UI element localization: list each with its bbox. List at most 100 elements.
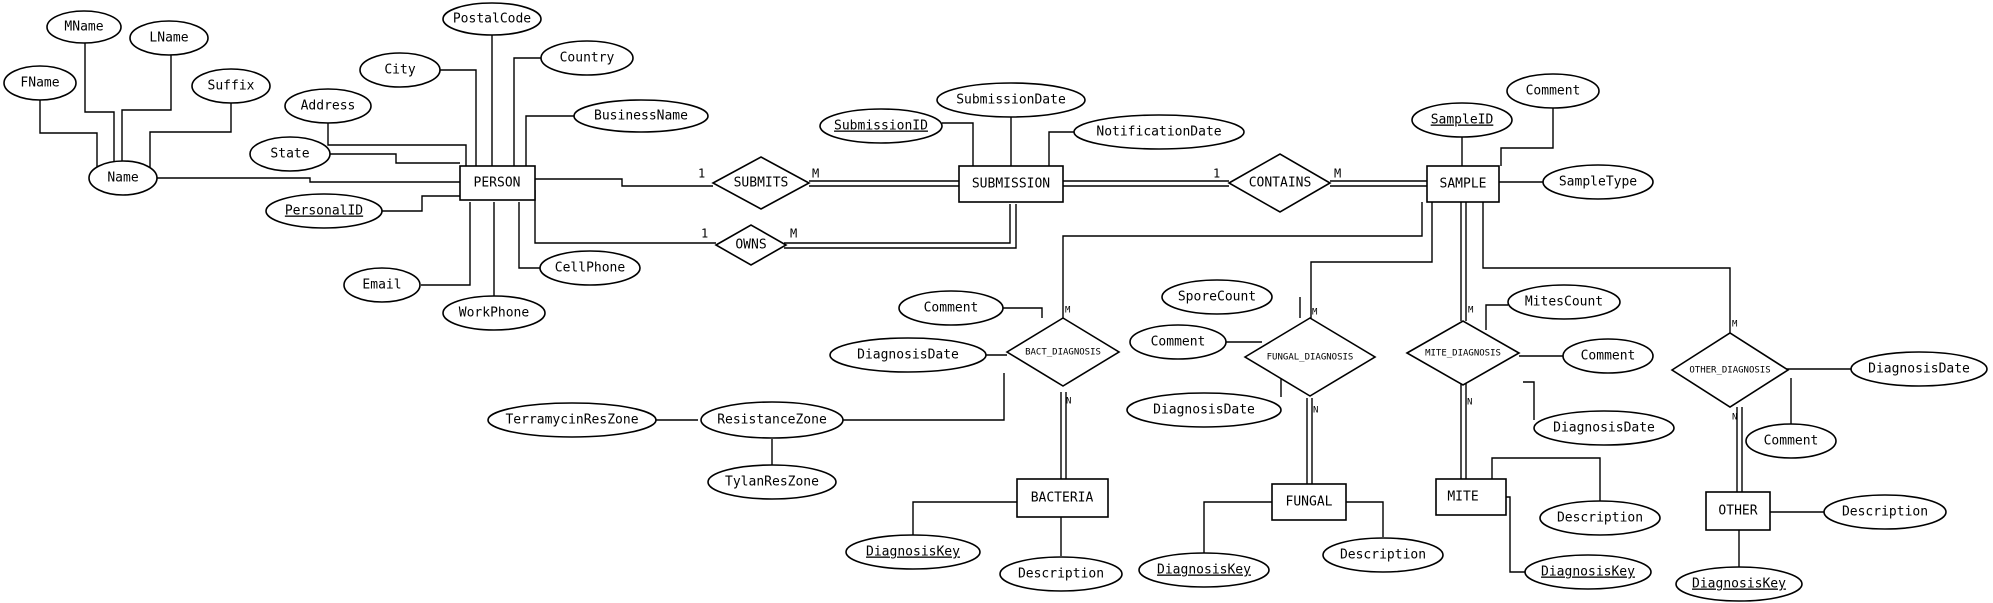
attr-mite-diagnosisdate: DiagnosisDate xyxy=(1533,410,1675,446)
card-mite-mite: N xyxy=(1467,398,1472,408)
line-mite-diagnosiskey xyxy=(1506,496,1525,573)
attr-other-diagnosisdate: DiagnosisDate xyxy=(1850,351,1988,387)
line-suffix-name xyxy=(149,102,232,170)
attr-other-description-label: Description xyxy=(1842,505,1928,520)
attr-suffix: Suffix xyxy=(191,68,271,104)
attr-address: Address xyxy=(284,88,372,124)
attr-personalid-label: PersonalID xyxy=(285,204,363,219)
attr-sampletype: SampleType xyxy=(1542,164,1654,200)
line-sample-bact xyxy=(1062,202,1423,318)
line-country-person xyxy=(513,57,542,166)
attr-mite-description: Description xyxy=(1539,500,1661,536)
attr-fungal-diagnosiskey: DiagnosisKey xyxy=(1138,552,1270,588)
relationship-bact-diagnosis-label: BACT_DIAGNOSIS xyxy=(1025,348,1101,358)
cardinality-labels: 1 M 1 M 1 M M N M N M N M N xyxy=(698,167,1738,423)
line-fungal-description xyxy=(1346,501,1384,537)
attr-mite-diagnosiskey-label: DiagnosisKey xyxy=(1541,565,1635,580)
attr-other-diagnosisdate-label: DiagnosisDate xyxy=(1868,362,1970,377)
attr-postalcode-label: PostalCode xyxy=(453,12,531,27)
attr-submissionid: SubmissionID xyxy=(819,108,943,144)
attr-bact-diagnosisdate-label: DiagnosisDate xyxy=(857,348,959,363)
relationship-fungal-diagnosis: FUNGAL_DIAGNOSIS xyxy=(1243,317,1377,397)
attr-address-label: Address xyxy=(301,99,356,114)
relationship-fungal-diagnosis-label: FUNGAL_DIAGNOSIS xyxy=(1267,353,1354,363)
attr-personalid: PersonalID xyxy=(265,193,383,229)
card-other-sample: M xyxy=(1732,320,1738,330)
card-bact-sample: M xyxy=(1065,306,1071,316)
line-cellphone-person xyxy=(518,202,540,269)
entity-fungal-label: FUNGAL xyxy=(1286,495,1333,510)
attr-workphone-label: WorkPhone xyxy=(459,306,530,321)
attr-tylanreszone-label: TylanResZone xyxy=(725,475,819,490)
card-mite-sample: M xyxy=(1468,306,1474,316)
attr-mname-label: MName xyxy=(64,20,103,35)
attr-fungal-diagnosisdate-label: DiagnosisDate xyxy=(1153,403,1255,418)
relationship-submits: SUBMITS xyxy=(711,156,811,210)
attr-name-label: Name xyxy=(107,171,138,186)
attr-state-label: State xyxy=(270,147,309,162)
relationship-owns: OWNS xyxy=(714,224,788,266)
attr-fungal-diagnosiskey-label: DiagnosisKey xyxy=(1157,563,1251,578)
entity-sample-label: SAMPLE xyxy=(1440,177,1487,192)
attr-sampleid-label: SampleID xyxy=(1431,113,1494,128)
attr-workphone: WorkPhone xyxy=(442,295,546,331)
connector-lines xyxy=(39,28,1851,573)
attr-fname-label: FName xyxy=(20,76,59,91)
attr-sporecount-label: SporeCount xyxy=(1178,290,1256,305)
relationship-bact-diagnosis: BACT_DIAGNOSIS xyxy=(1005,317,1121,387)
entity-other: OTHER xyxy=(1705,491,1771,531)
entity-mite: MITE xyxy=(1435,478,1507,516)
attr-sample-comment-label: Comment xyxy=(1526,84,1581,99)
attr-country-label: Country xyxy=(560,51,615,66)
attr-mite-comment: Comment xyxy=(1562,338,1654,374)
line-owns-submission-1 xyxy=(784,204,1011,244)
entity-person: PERSON xyxy=(459,165,536,201)
relationship-mite-diagnosis-label: MITE_DIAGNOSIS xyxy=(1425,349,1501,359)
attr-businessname-label: BusinessName xyxy=(594,109,688,124)
entity-fungal: FUNGAL xyxy=(1271,483,1347,521)
attr-fungal-description: Description xyxy=(1322,537,1444,573)
card-contains-sample: M xyxy=(1334,167,1341,181)
line-owns-submission-2 xyxy=(784,204,1017,249)
relationship-other-diagnosis-label: OTHER_DIAGNOSIS xyxy=(1689,366,1770,376)
relationship-contains: CONTAINS xyxy=(1227,153,1332,213)
attr-suffix-label: Suffix xyxy=(208,79,255,94)
line-sample-fungal xyxy=(1310,202,1433,318)
attr-bacteria-diagnosiskey: DiagnosisKey xyxy=(845,534,981,570)
attr-submissionid-label: SubmissionID xyxy=(834,119,928,134)
attr-sporecount: SporeCount xyxy=(1161,279,1273,315)
attr-bact-comment: Comment xyxy=(898,290,1004,326)
attr-mitescount-label: MitesCount xyxy=(1525,295,1603,310)
line-bacteria-diagnosiskey xyxy=(912,501,1017,535)
attr-fname: FName xyxy=(3,65,77,101)
line-mite-description xyxy=(1491,457,1601,502)
entity-sample: SAMPLE xyxy=(1426,165,1500,203)
attr-other-comment: Comment xyxy=(1745,423,1837,459)
attr-cellphone: CellPhone xyxy=(539,250,641,286)
attr-terramycinreszone-label: TerramycinResZone xyxy=(505,413,638,428)
line-mname-name xyxy=(84,35,115,170)
attr-name: Name xyxy=(88,160,158,196)
attr-submissiondate: SubmissionDate xyxy=(936,82,1086,118)
attr-sampletype-label: SampleType xyxy=(1559,175,1637,190)
attr-bacteria-diagnosiskey-label: DiagnosisKey xyxy=(866,545,960,560)
line-comment-bact xyxy=(1003,307,1043,318)
attr-sample-comment: Comment xyxy=(1506,73,1600,109)
entity-submission: SUBMISSION xyxy=(958,165,1064,203)
card-contains-submission: 1 xyxy=(1213,167,1220,181)
attr-postalcode: PostalCode xyxy=(442,2,542,36)
attr-mitescount: MitesCount xyxy=(1507,284,1621,320)
attr-email-label: Email xyxy=(362,278,401,293)
attr-country: Country xyxy=(540,40,634,76)
line-sample-other xyxy=(1482,202,1731,333)
card-fungal-fungal: N xyxy=(1313,406,1318,416)
attr-notificationdate-label: NotificationDate xyxy=(1096,125,1221,140)
attr-mite-diagnosiskey: DiagnosisKey xyxy=(1524,554,1652,590)
card-fungal-sample: M xyxy=(1312,308,1318,318)
line-fname-name xyxy=(39,78,98,170)
line-email-person xyxy=(421,202,471,286)
entity-person-label: PERSON xyxy=(474,176,521,191)
entity-submission-label: SUBMISSION xyxy=(972,177,1050,192)
attr-city: City xyxy=(359,52,441,88)
